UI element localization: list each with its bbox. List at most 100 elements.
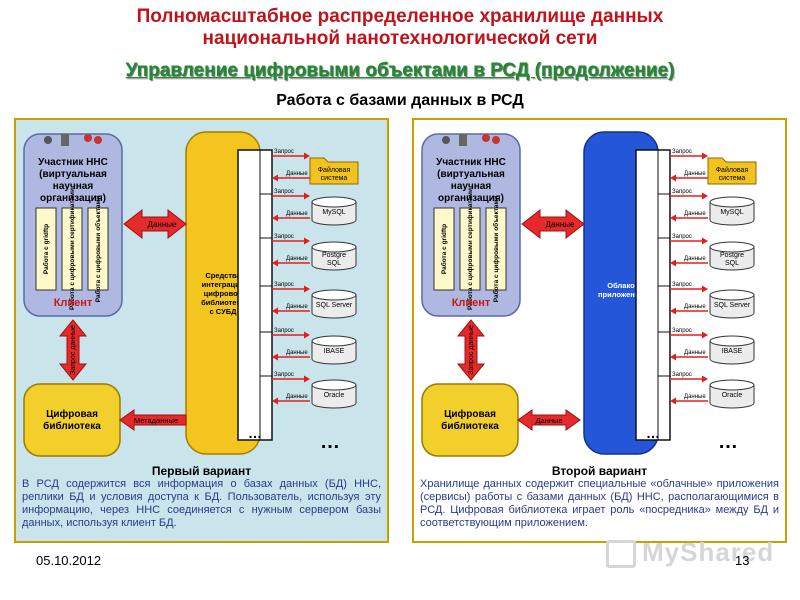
participant-title: (виртуальная	[39, 169, 107, 180]
metadata-arrow	[119, 409, 187, 431]
client-label: Клиент	[54, 297, 93, 309]
database-top	[709, 241, 755, 253]
reply-arrow-head	[272, 353, 278, 361]
library-label: библиотека	[43, 420, 101, 432]
request-label: Запрос	[672, 328, 692, 334]
request-label: Запрос	[672, 282, 692, 288]
request-label: Запрос	[274, 189, 294, 195]
description-area	[16, 457, 387, 541]
database: SQL Server	[311, 289, 357, 319]
database-label: SQL Server	[714, 302, 751, 309]
arrow-label-data: Данные	[535, 416, 562, 425]
reply-arrow-head	[272, 397, 278, 405]
ladder-frame	[237, 149, 273, 441]
database-icon	[311, 385, 357, 409]
request-arrow-head	[304, 237, 310, 245]
database-top	[311, 289, 357, 301]
arrow-label-data: Данные	[148, 220, 177, 229]
reply-label: Данные	[684, 394, 706, 400]
middleware-label: интеграции	[202, 280, 245, 289]
reply-label: Данные	[286, 171, 308, 177]
reply-label: Данные	[684, 256, 706, 262]
title: Полномасштабное распределенное хранилище…	[0, 6, 800, 50]
request-arrow-head	[702, 375, 708, 383]
reply-arrow-head	[272, 259, 278, 267]
title-line2: национальной нанотехнологической сети	[202, 28, 598, 49]
arrow-label-request-data: Запрос данные	[468, 325, 475, 375]
database: MySQL	[709, 196, 755, 226]
database-label: Postgre	[720, 252, 744, 259]
participant-title: научная	[451, 181, 492, 192]
ladder-frame	[635, 149, 671, 441]
reply-arrow-head	[670, 259, 676, 267]
double-arrow-vertical	[58, 319, 88, 381]
client-box: Участник ННС(виртуальнаянаучнаяорганизац…	[421, 133, 521, 317]
request-label: Запрос	[274, 328, 294, 334]
footer-date: 05.10.2012	[36, 553, 102, 568]
database-ellipsis: …	[320, 431, 340, 453]
database-label: Postgre	[322, 252, 346, 259]
database-icon	[311, 341, 357, 365]
database: MySQL	[311, 196, 357, 226]
person-icon	[492, 136, 500, 144]
request-arrow-head	[304, 331, 310, 339]
reply-arrow-head	[670, 397, 676, 405]
database-top	[709, 335, 755, 347]
reply-label: Данные	[286, 256, 308, 262]
database-label: система	[719, 175, 746, 182]
double-arrow-horizontal	[123, 208, 187, 240]
participant-title: научная	[53, 181, 94, 192]
request-arrow-head	[702, 152, 708, 160]
request-arrow-head	[304, 285, 310, 293]
client-column-label: Работа с цифровыми объектами	[94, 196, 102, 303]
diagram-variant-1: Участник ННС(виртуальнаянаучнаяорганизац…	[23, 131, 359, 457]
client-column	[433, 207, 455, 291]
database-label: SQL	[327, 260, 341, 267]
person-icon	[482, 134, 490, 142]
request-arrow-head	[304, 152, 310, 160]
participant-title: Участник ННС	[436, 157, 506, 168]
middleware-label: Средства	[205, 271, 241, 280]
database-icon	[311, 202, 357, 226]
double-arrow-horizontal	[521, 208, 585, 240]
database-label: SQL Server	[316, 302, 353, 309]
section-title: Работа с базами данных в РСД	[276, 92, 524, 109]
reply-label: Данные	[684, 350, 706, 356]
database-label: IBASE	[324, 348, 345, 355]
participant-title: Участник ННС	[38, 157, 108, 168]
watermark: MyShared	[642, 537, 775, 567]
request-arrow-head	[702, 331, 708, 339]
request-label: Запрос	[274, 234, 294, 240]
subtitle: Управление цифровыми объектами в РСД (пр…	[125, 60, 675, 81]
database-label: Oracle	[722, 392, 743, 399]
database-label: MySQL	[720, 209, 743, 216]
ladder: …	[635, 149, 671, 441]
person-icon	[94, 136, 102, 144]
middleware-label: Облако	[607, 281, 635, 290]
request-arrow-head	[702, 285, 708, 293]
client-column-label: Работа с цифровыми объектами	[492, 196, 500, 303]
database-label: Файловая	[318, 166, 351, 174]
reply-label: Данные	[684, 211, 706, 217]
reply-arrow-head	[670, 214, 676, 222]
library-label: Цифровая	[46, 408, 98, 420]
scientist-icon	[442, 136, 450, 144]
database-top	[311, 379, 357, 391]
client-column	[485, 207, 507, 291]
database: SQL Server	[709, 289, 755, 319]
ladder: …	[237, 149, 273, 441]
variant-2-description: Хранилище данных содержит специальные «о…	[420, 478, 779, 529]
reply-arrow-head	[670, 174, 676, 182]
database-top	[709, 289, 755, 301]
watermark-icon	[606, 540, 636, 568]
reply-label: Данные	[286, 304, 308, 310]
database-label: SQL	[725, 260, 739, 267]
ladder-ellipsis: …	[646, 425, 660, 441]
database-icon	[709, 202, 755, 226]
